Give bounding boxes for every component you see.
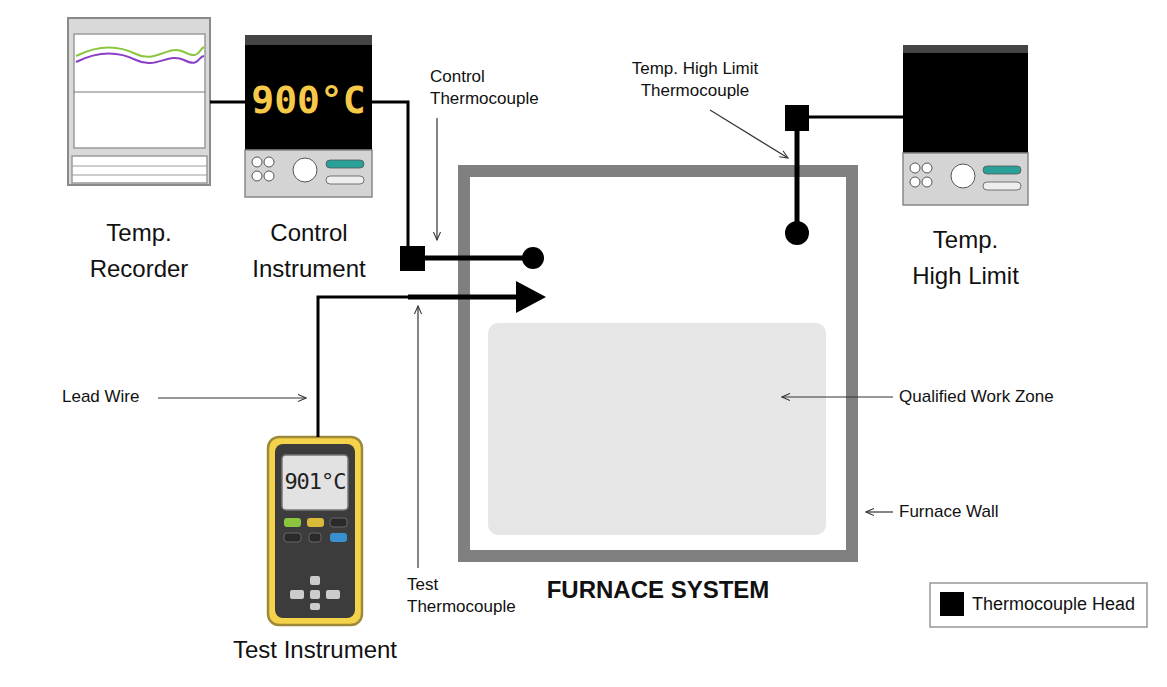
- callout-label: Control Thermocouple: [430, 66, 548, 110]
- recorder-device: [68, 18, 210, 185]
- recorder: Temp. Recorder: [68, 18, 210, 288]
- test-instrument: 901°CTest Instrument: [268, 437, 362, 670]
- display-reading: 901°C: [282, 469, 348, 495]
- wire: [372, 102, 458, 258]
- device-caption: FURNACE SYSTEM: [458, 575, 858, 605]
- legend-frame: [930, 583, 1147, 627]
- device-caption: Control Instrument: [239, 215, 379, 287]
- wire: [797, 117, 903, 165]
- legend-swatch: [940, 592, 964, 616]
- furnace-system: FURNACE SYSTEM: [458, 165, 858, 610]
- device-caption: Temp. Recorder: [74, 215, 204, 287]
- control-instrument: 900°CControl Instrument: [245, 35, 372, 290]
- high-limit-device: [903, 45, 1028, 205]
- display-reading: 900°C: [245, 78, 372, 122]
- callout-label: Temp. High Limit Thermocouple: [622, 58, 768, 102]
- legend-text: Thermocouple Head: [972, 593, 1144, 615]
- device-caption: Temp. High Limit: [907, 222, 1024, 294]
- callout-label: Furnace Wall: [899, 501, 1019, 523]
- wire: [318, 297, 458, 437]
- callout-label: Lead Wire: [62, 386, 158, 408]
- callout-label: Test Thermocouple: [407, 574, 525, 618]
- thermocouples: [400, 105, 809, 313]
- furnace-body: [464, 171, 852, 556]
- controller-device: [245, 35, 372, 197]
- wire: [210, 101, 245, 104]
- device-caption: Test Instrument: [215, 635, 415, 665]
- callout-label: Qualified Work Zone: [899, 386, 1069, 408]
- leader-lines: [158, 110, 893, 568]
- handheld-meter: [268, 437, 362, 625]
- high-limit-instrument: Temp. High Limit: [903, 45, 1028, 290]
